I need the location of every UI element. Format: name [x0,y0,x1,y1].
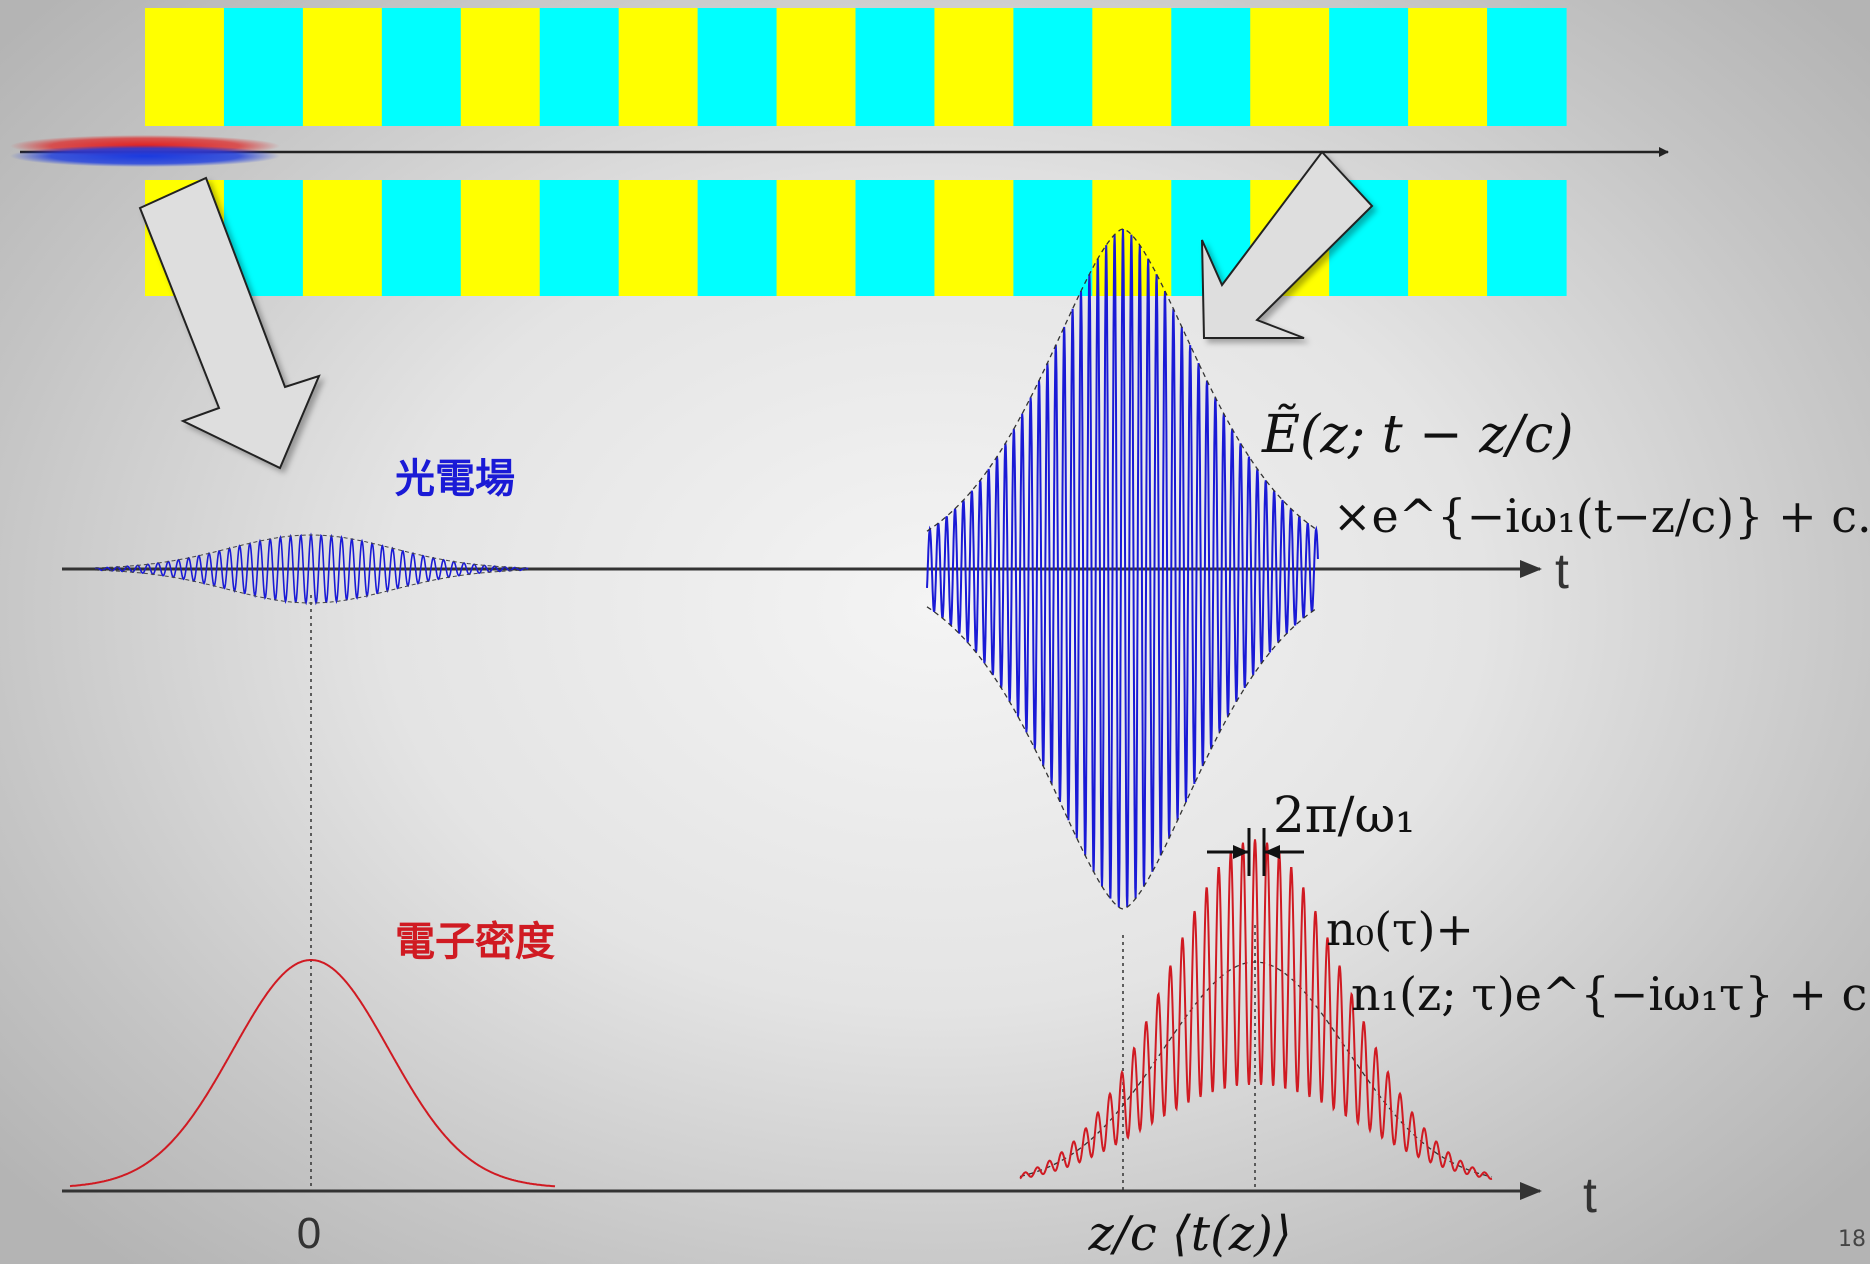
magnet-pole [1250,8,1330,126]
origin-label: 0 [297,1209,321,1258]
field-envelope-upper [95,534,529,569]
zc-mean-time-label: z/c ⟨t(z)⟩ [1087,1206,1291,1262]
magnet-pole [1092,8,1172,126]
magnet-pole [855,8,936,126]
magnet-pole [1487,8,1567,126]
magnet-pole [381,8,462,126]
bunched-density-curve [1019,839,1493,1180]
magnet-pole [302,180,383,296]
density-time-axis-label: t [1583,1167,1597,1223]
magnet-pole [302,8,383,126]
magnet-pole [618,8,699,126]
magnet-pole [145,8,225,126]
magnet-pole [1408,180,1488,296]
field-equation-line2: ×e^{−iω₁(t−z/c)} + c.c. [1333,489,1870,543]
field-oscillation [94,532,529,606]
magnet-pole [1013,8,1093,126]
magnet-pole [1171,8,1251,126]
magnet-pole [776,8,857,126]
magnet-pole [776,180,857,296]
magnet-pole [223,8,304,126]
magnet-pole [381,180,462,296]
magnet-pole [1408,8,1488,126]
page-number: 18 [1838,1227,1866,1252]
magnet-pole [697,180,778,296]
field-oscillation [926,228,1319,908]
magnet-pole [460,180,541,296]
optical-field-label: 光電場 [395,456,515,502]
magnet-pole [934,180,1014,296]
density-modulated [1019,839,1493,1180]
initial-density-curve [69,959,556,1188]
magnet-pole [1329,8,1409,126]
magnet-pole [618,180,699,296]
magnet-pole [934,8,1014,126]
density-equation-line2: n₁(z; τ)e^{−iω₁τ} + c.c. [1351,967,1870,1021]
pointer-arrow-right [1201,150,1374,339]
undulator-upper-magnets [145,8,1567,126]
magnet-pole [539,180,620,296]
magnet-pole [697,8,778,126]
initial-field-waveform [94,532,529,606]
pointer-arrow-left [138,176,321,470]
magnet-pole [460,8,541,126]
electron-density-label: 電子密度 [395,919,555,965]
electron-bunch [10,135,280,167]
field-equation-line1: Ẽ(z; t − z/c) [1261,404,1574,465]
density-equation-line1: n₀(τ)+ [1326,902,1474,956]
magnet-pole [1487,180,1567,296]
density-mean-envelope [1019,961,1493,1178]
magnet-pole [855,180,936,296]
field-time-axis-label: t [1555,543,1569,599]
amplified-field-waveform [926,228,1319,910]
density-gaussian [69,959,556,1188]
field-envelope-lower [926,606,1319,910]
magnet-pole [1013,180,1093,296]
period-label: 2π/ω₁ [1273,786,1415,844]
magnet-pole [539,8,620,126]
field-envelope-lower [95,569,529,604]
field-envelope-upper [926,228,1319,532]
